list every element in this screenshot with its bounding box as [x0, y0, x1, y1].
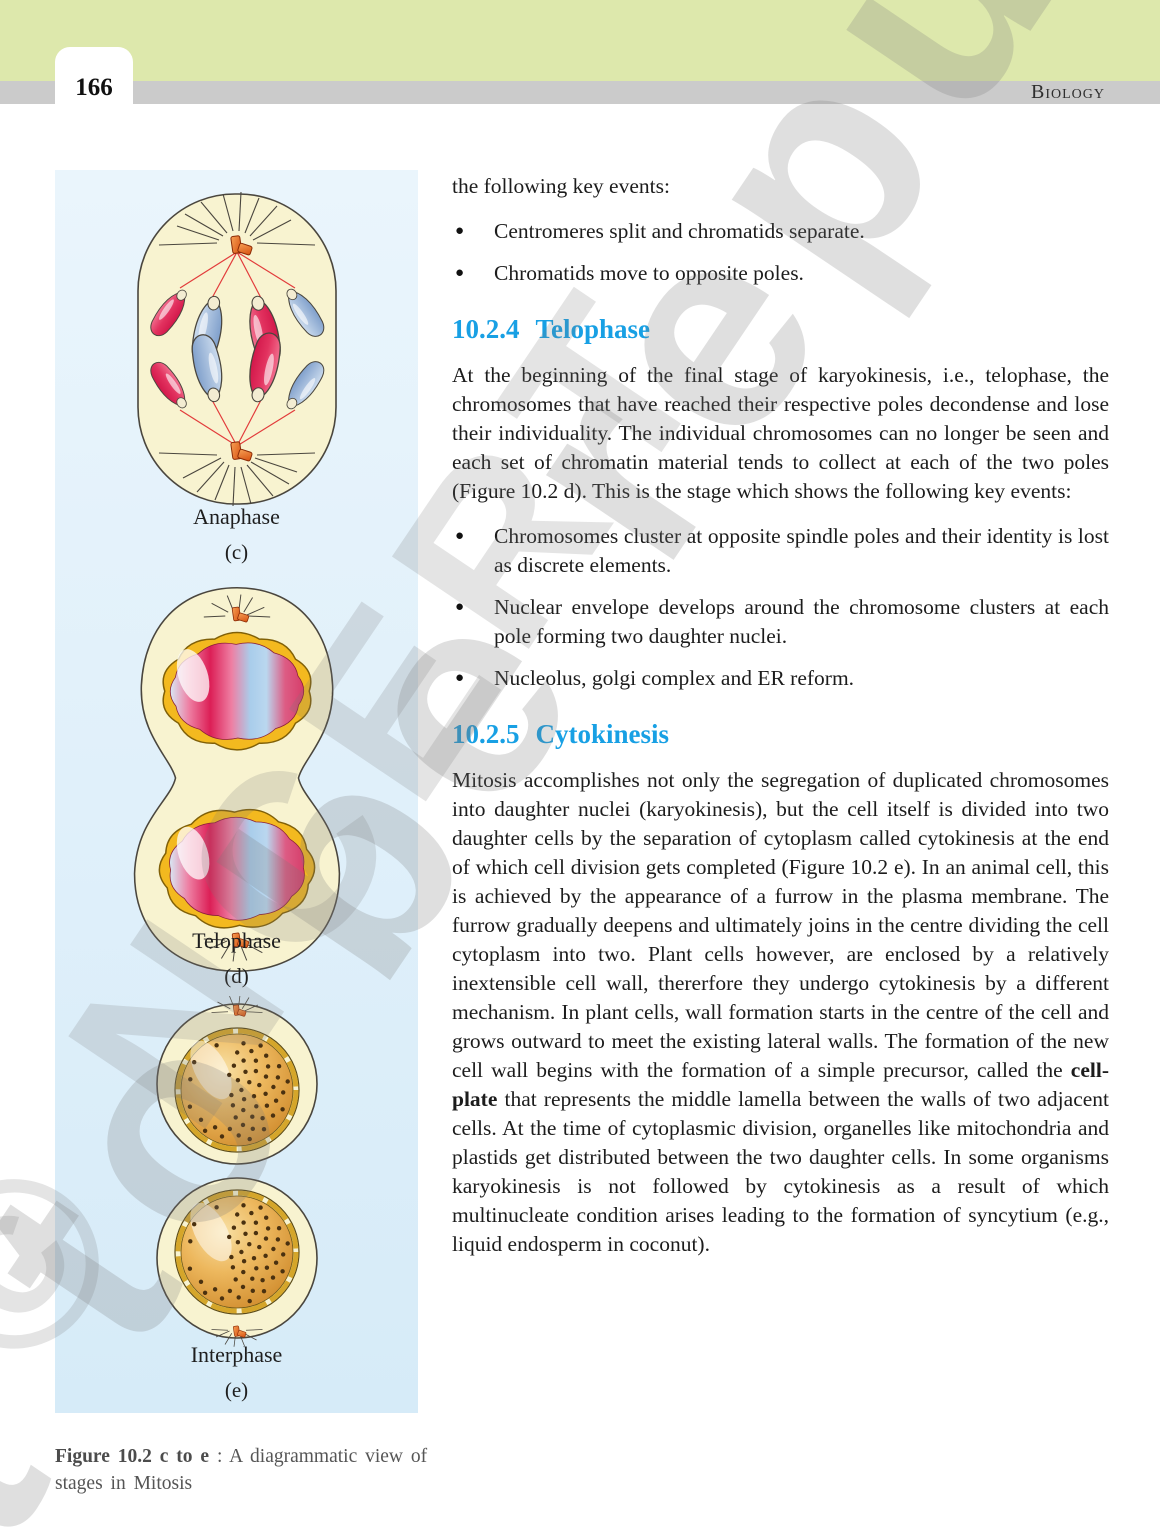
header-green-band [0, 0, 1160, 81]
telophase-label: Telophase [192, 928, 281, 953]
telophase-diagram [133, 586, 341, 972]
figure-caption-number: Figure 10.2 c to e [55, 1446, 210, 1467]
cell-plate-term: cell-plate [452, 1058, 1109, 1111]
bullet-item: Chromosomes cluster at opposite spindle … [452, 522, 1109, 580]
telophase-bullet-list: Chromosomes cluster at opposite spindle … [452, 522, 1109, 693]
anaphase-label: Anaphase [193, 504, 280, 529]
anaphase-bullet-list: Centromeres split and chromatids separat… [452, 217, 1109, 288]
telophase-sub: (d) [224, 964, 249, 988]
anaphase-sub: (c) [224, 540, 249, 564]
text-column: the following key events: Centromeres sp… [452, 172, 1109, 1269]
section-number: 10.2.5 [452, 719, 520, 749]
bullet-item: Chromatids move to opposite poles. [452, 259, 1109, 288]
cytokinesis-text-2: that represents the middle lamella betwe… [452, 1087, 1109, 1256]
section-title: Cytokinesis [535, 719, 670, 749]
interphase-sub: (e) [224, 1378, 249, 1402]
cytokinesis-text-1: Mitosis accomplishes not only the segreg… [452, 768, 1109, 1082]
cytokinesis-paragraph: Mitosis accomplishes not only the segreg… [452, 766, 1109, 1259]
section-number: 10.2.4 [452, 314, 520, 344]
figure-panel: Anaphase (c) Telophase (d) Interphase (e… [55, 170, 418, 1413]
section-heading-telophase: 10.2.4 Telophase [452, 315, 1109, 344]
running-head-subject: Biology [1031, 81, 1105, 103]
page-number: 166 [75, 74, 113, 101]
anaphase-diagram [137, 191, 337, 507]
bullet-item: Nucleolus, golgi complex and ER reform. [452, 664, 1109, 693]
bullet-item: Centromeres split and chromatids separat… [452, 217, 1109, 246]
intro-line: the following key events: [452, 174, 670, 198]
section-heading-cytokinesis: 10.2.5 Cytokinesis [452, 720, 1109, 749]
section-title: Telophase [535, 314, 651, 344]
interphase-label: Interphase [190, 1342, 283, 1367]
header-gray-bar [0, 81, 1160, 104]
page-number-tab: 166 [55, 47, 133, 104]
bullet-item: Nuclear envelope develops around the chr… [452, 593, 1109, 651]
figure-caption-text: : A diagrammatic view of stages in Mitos… [55, 1446, 428, 1494]
figure-caption: Figure 10.2 c to e : A diagrammatic view… [55, 1443, 447, 1497]
interphase-diagram [156, 996, 318, 1348]
telophase-paragraph: At the beginning of the final stage of k… [452, 363, 1109, 503]
